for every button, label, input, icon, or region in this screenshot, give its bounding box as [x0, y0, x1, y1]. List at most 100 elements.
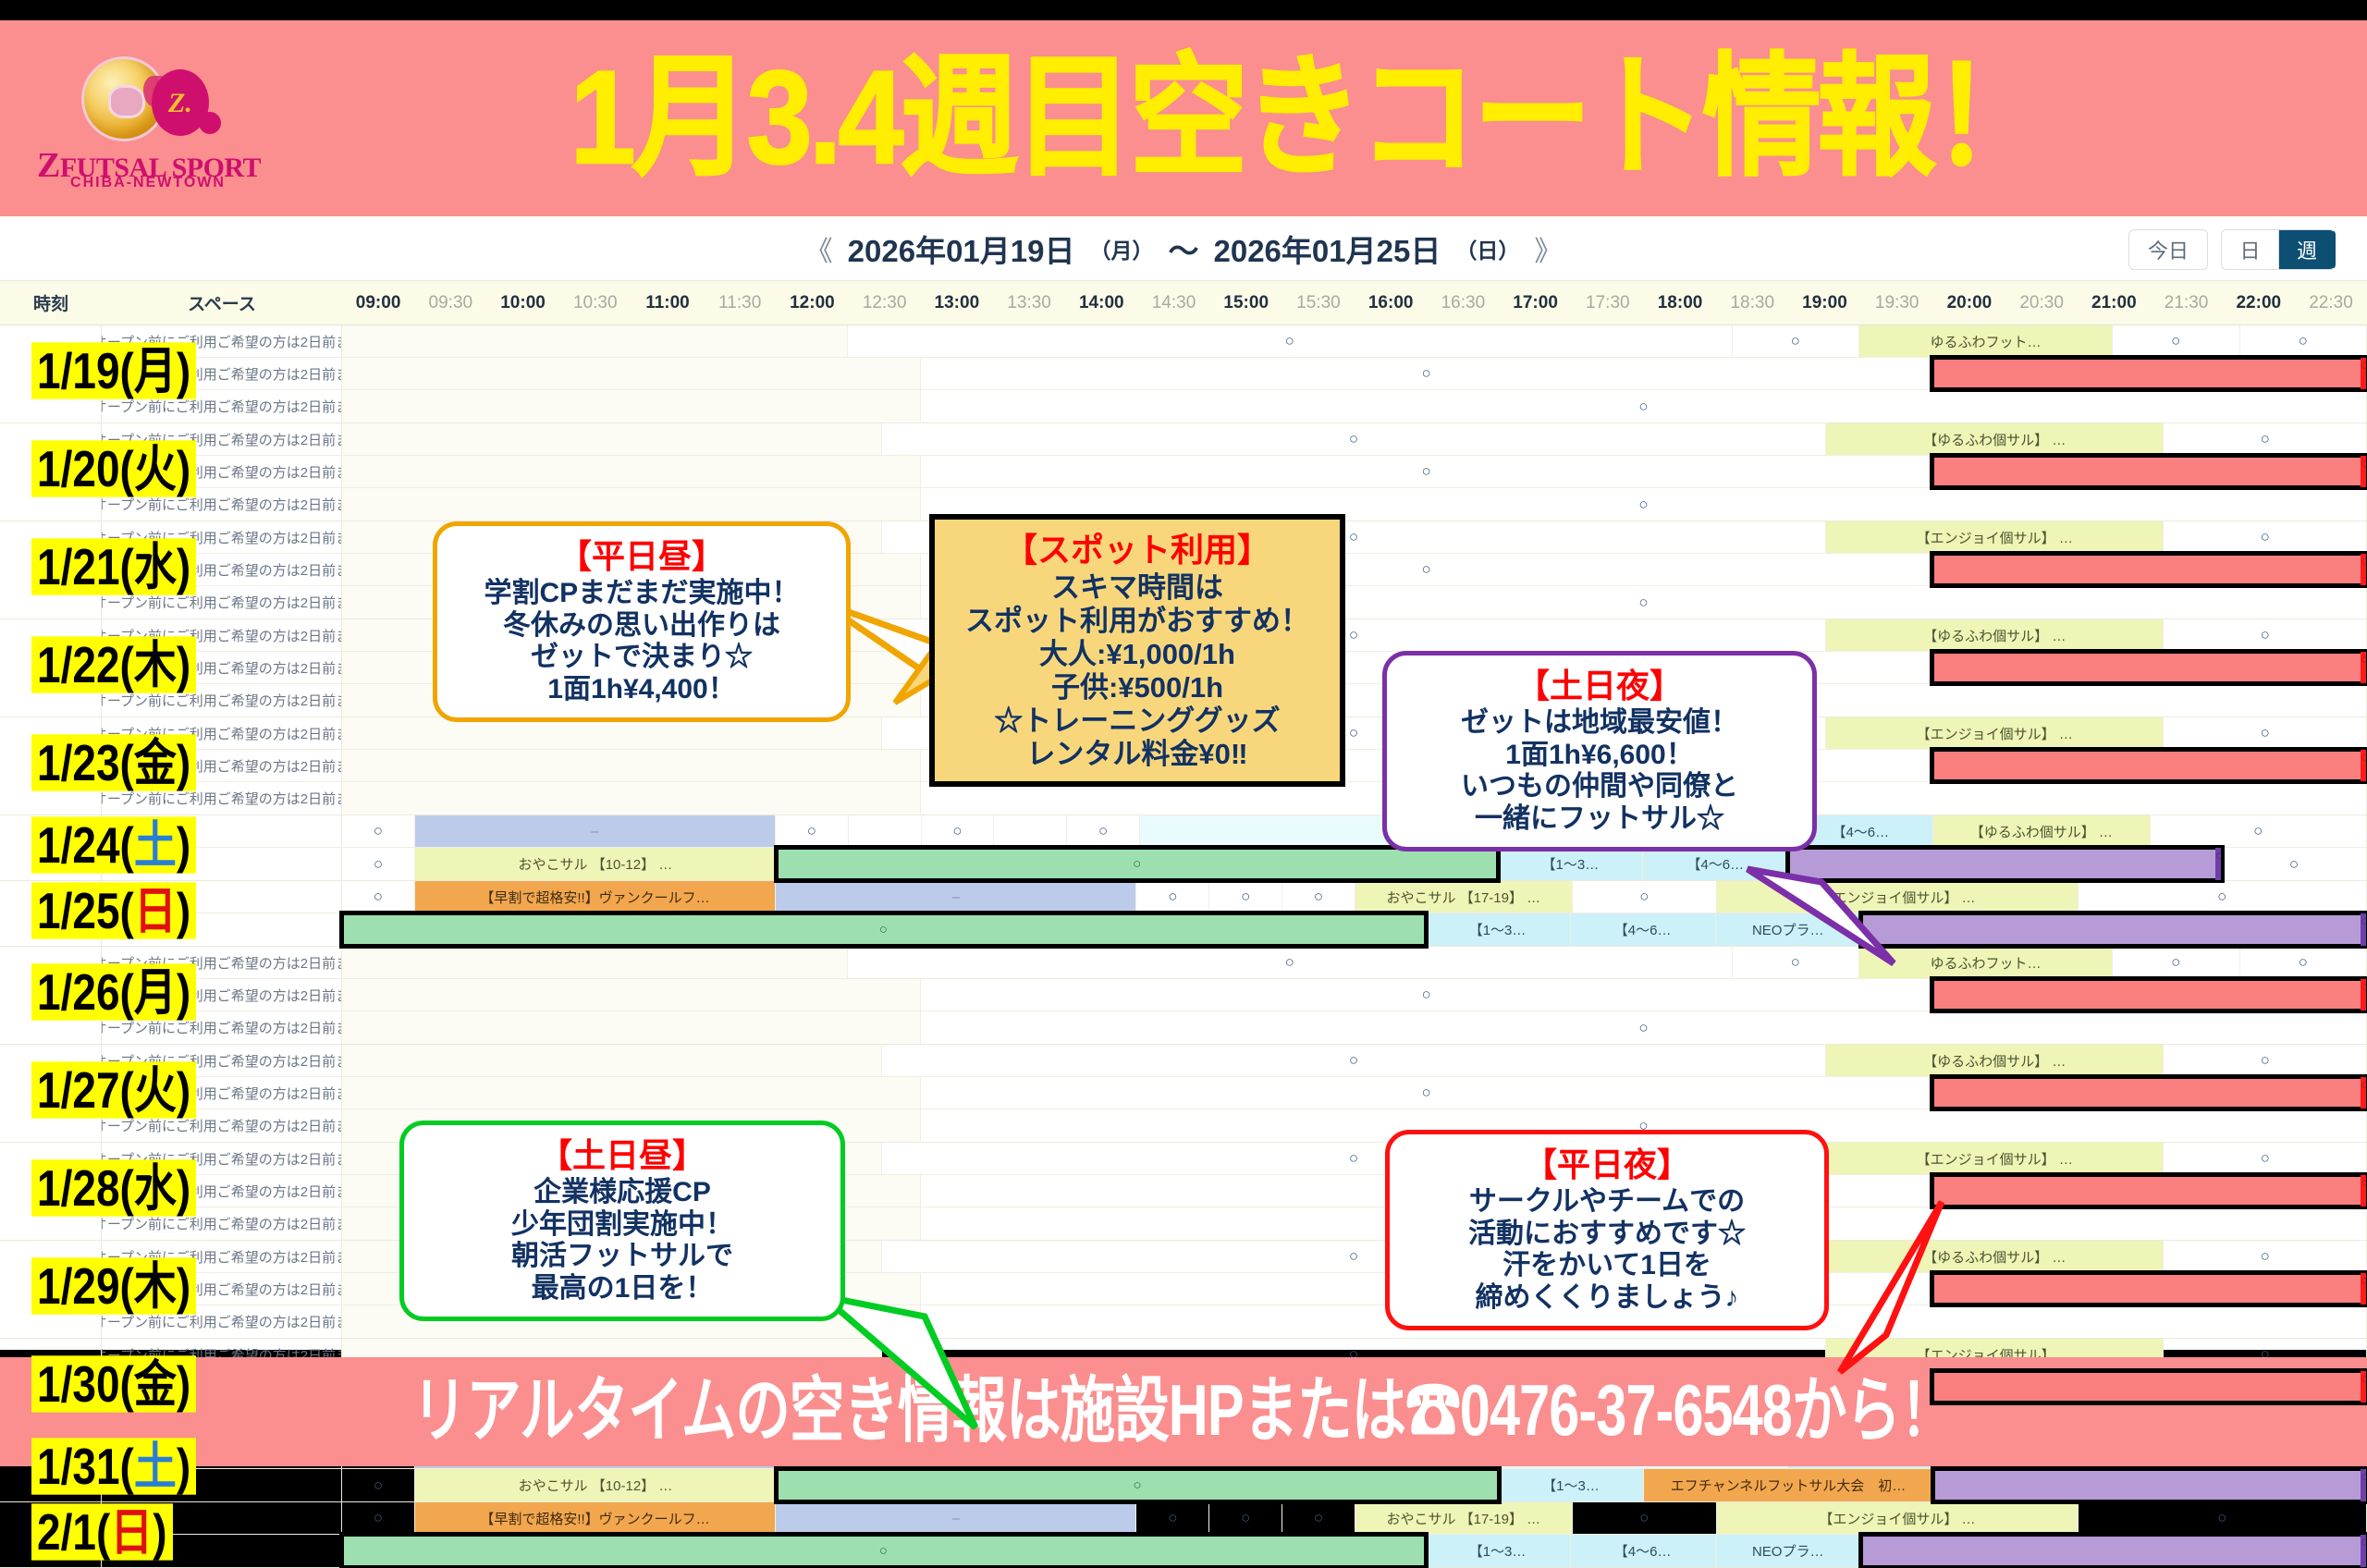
booking-event[interactable]: 【エンジョイ個サル】 …: [1826, 1143, 2164, 1174]
availability-cell[interactable]: [2113, 325, 2240, 357]
availability-cell[interactable]: [1932, 652, 2367, 683]
availability-cell[interactable]: [342, 390, 921, 423]
availability-cell[interactable]: [342, 1077, 921, 1109]
availability-cell[interactable]: [2240, 325, 2367, 357]
availability-cell[interactable]: [921, 358, 1933, 389]
booking-event[interactable]: 【1〜3…: [1426, 1535, 1571, 1567]
booking-event[interactable]: 【ゆるふわ個サル】 …: [1933, 815, 2150, 847]
availability-cell[interactable]: [776, 815, 849, 847]
availability-cell[interactable]: [921, 1077, 1933, 1109]
availability-cell[interactable]: [994, 815, 1067, 847]
availability-cell[interactable]: [1932, 1077, 2367, 1109]
availability-cell[interactable]: [2164, 717, 2367, 749]
booking-event[interactable]: 【4〜6…: [1571, 913, 1716, 946]
next-week-button[interactable]: 》: [1534, 228, 1562, 269]
availability-cell[interactable]: [1282, 881, 1355, 913]
availability-cell[interactable]: [342, 848, 415, 880]
availability-cell[interactable]: [342, 913, 1426, 946]
availability-cell[interactable]: [921, 1011, 2367, 1044]
availability-cell[interactable]: [1932, 554, 2367, 585]
availability-cell[interactable]: [1932, 1273, 2367, 1305]
availability-cell[interactable]: [1209, 1502, 1282, 1534]
availability-cell[interactable]: [1932, 1175, 2367, 1207]
availability-cell[interactable]: [1932, 750, 2367, 781]
availability-cell[interactable]: [848, 947, 1733, 978]
availability-cell[interactable]: [1932, 1371, 2367, 1403]
booking-event[interactable]: 【早割で超格安!!】ヴァンクールフ…: [415, 1502, 776, 1534]
availability-cell[interactable]: [1573, 1502, 1718, 1534]
availability-cell[interactable]: [1932, 358, 2367, 389]
availability-cell[interactable]: [2113, 947, 2240, 978]
booking-event[interactable]: おやこサル 【17-19】 …: [1355, 881, 1573, 913]
availability-cell[interactable]: [2151, 815, 2367, 847]
availability-cell[interactable]: [2164, 423, 2367, 455]
availability-cell[interactable]: [342, 1502, 415, 1534]
availability-cell[interactable]: [342, 325, 848, 357]
availability-cell[interactable]: [921, 390, 2367, 423]
availability-cell[interactable]: [1282, 1502, 1355, 1534]
availability-cell[interactable]: [415, 815, 776, 847]
booking-event[interactable]: 【4〜6…: [1571, 1535, 1716, 1567]
availability-cell[interactable]: [2240, 947, 2367, 978]
availability-cell[interactable]: [849, 815, 922, 847]
availability-cell[interactable]: [921, 456, 1933, 487]
availability-cell[interactable]: [2079, 1502, 2367, 1534]
booking-event[interactable]: 【1〜3…: [1498, 848, 1643, 880]
availability-cell[interactable]: [342, 423, 882, 455]
today-button[interactable]: 今日: [2128, 229, 2208, 270]
availability-cell[interactable]: [776, 881, 1136, 913]
availability-cell[interactable]: [2164, 1241, 2367, 1272]
booking-event[interactable]: 【1〜3…: [1426, 913, 1571, 946]
day-view-button[interactable]: 日: [2221, 229, 2278, 270]
availability-cell[interactable]: [342, 815, 415, 847]
availability-cell[interactable]: [342, 1011, 921, 1044]
availability-cell[interactable]: [922, 815, 995, 847]
availability-cell[interactable]: [342, 947, 848, 978]
booking-event[interactable]: おやこサル 【10-12】 …: [415, 1469, 777, 1501]
availability-cell[interactable]: [1136, 1502, 1209, 1534]
week-view-button[interactable]: 週: [2278, 229, 2336, 270]
availability-cell[interactable]: [848, 325, 1733, 357]
booking-event[interactable]: 【エンジョイ個サル】 …: [1826, 717, 2164, 749]
availability-cell[interactable]: [776, 1502, 1136, 1534]
booking-event[interactable]: 【ゆるふわ個サル】 …: [1826, 619, 2164, 651]
availability-cell[interactable]: [2164, 619, 2367, 651]
availability-cell[interactable]: [342, 1469, 415, 1501]
availability-cell[interactable]: [1932, 979, 2367, 1011]
availability-cell[interactable]: [1861, 913, 2367, 946]
availability-cell[interactable]: [2164, 521, 2367, 553]
availability-cell[interactable]: [2164, 1045, 2367, 1076]
booking-event[interactable]: 【ゆるふわ個サル】 …: [1826, 1045, 2164, 1076]
availability-cell[interactable]: [882, 1045, 1826, 1076]
availability-cell[interactable]: [342, 717, 882, 749]
availability-cell[interactable]: [342, 979, 921, 1011]
availability-cell[interactable]: [1573, 881, 1718, 913]
booking-event[interactable]: 【1〜3…: [1499, 1469, 1644, 1501]
booking-event[interactable]: おやこサル 【17-19】 …: [1355, 1502, 1573, 1534]
booking-event[interactable]: エフチャンネルフットサル大会 初…: [1644, 1469, 1933, 1501]
availability-cell[interactable]: [342, 1535, 1426, 1567]
availability-cell[interactable]: [1136, 881, 1209, 913]
availability-cell[interactable]: [1861, 1535, 2367, 1567]
availability-cell[interactable]: [342, 456, 921, 487]
availability-cell[interactable]: [1067, 815, 1140, 847]
availability-cell[interactable]: [921, 979, 1933, 1011]
availability-cell[interactable]: [1209, 881, 1282, 913]
availability-cell[interactable]: [1932, 456, 2367, 487]
booking-event[interactable]: 【エンジョイ個サル】 …: [1717, 1502, 2078, 1534]
booking-event[interactable]: NEOプラ…: [1716, 1535, 1861, 1567]
availability-cell[interactable]: [882, 423, 1826, 455]
availability-cell[interactable]: [342, 782, 921, 815]
availability-cell[interactable]: [777, 1469, 1499, 1501]
booking-event[interactable]: おやこサル 【10-12】 …: [415, 848, 777, 880]
booking-event[interactable]: 【ゆるふわ個サル】 …: [1826, 423, 2164, 455]
availability-cell[interactable]: [342, 358, 921, 389]
booking-event[interactable]: 【エンジョイ個サル】 …: [1826, 521, 2164, 553]
availability-cell[interactable]: [342, 1045, 882, 1076]
availability-cell[interactable]: [2222, 848, 2367, 880]
prev-week-button[interactable]: 《: [805, 228, 833, 269]
availability-cell[interactable]: [342, 881, 415, 913]
availability-cell[interactable]: [777, 848, 1499, 880]
booking-event[interactable]: ゆるふわフット…: [1859, 325, 2113, 357]
availability-cell[interactable]: [1733, 325, 1860, 357]
